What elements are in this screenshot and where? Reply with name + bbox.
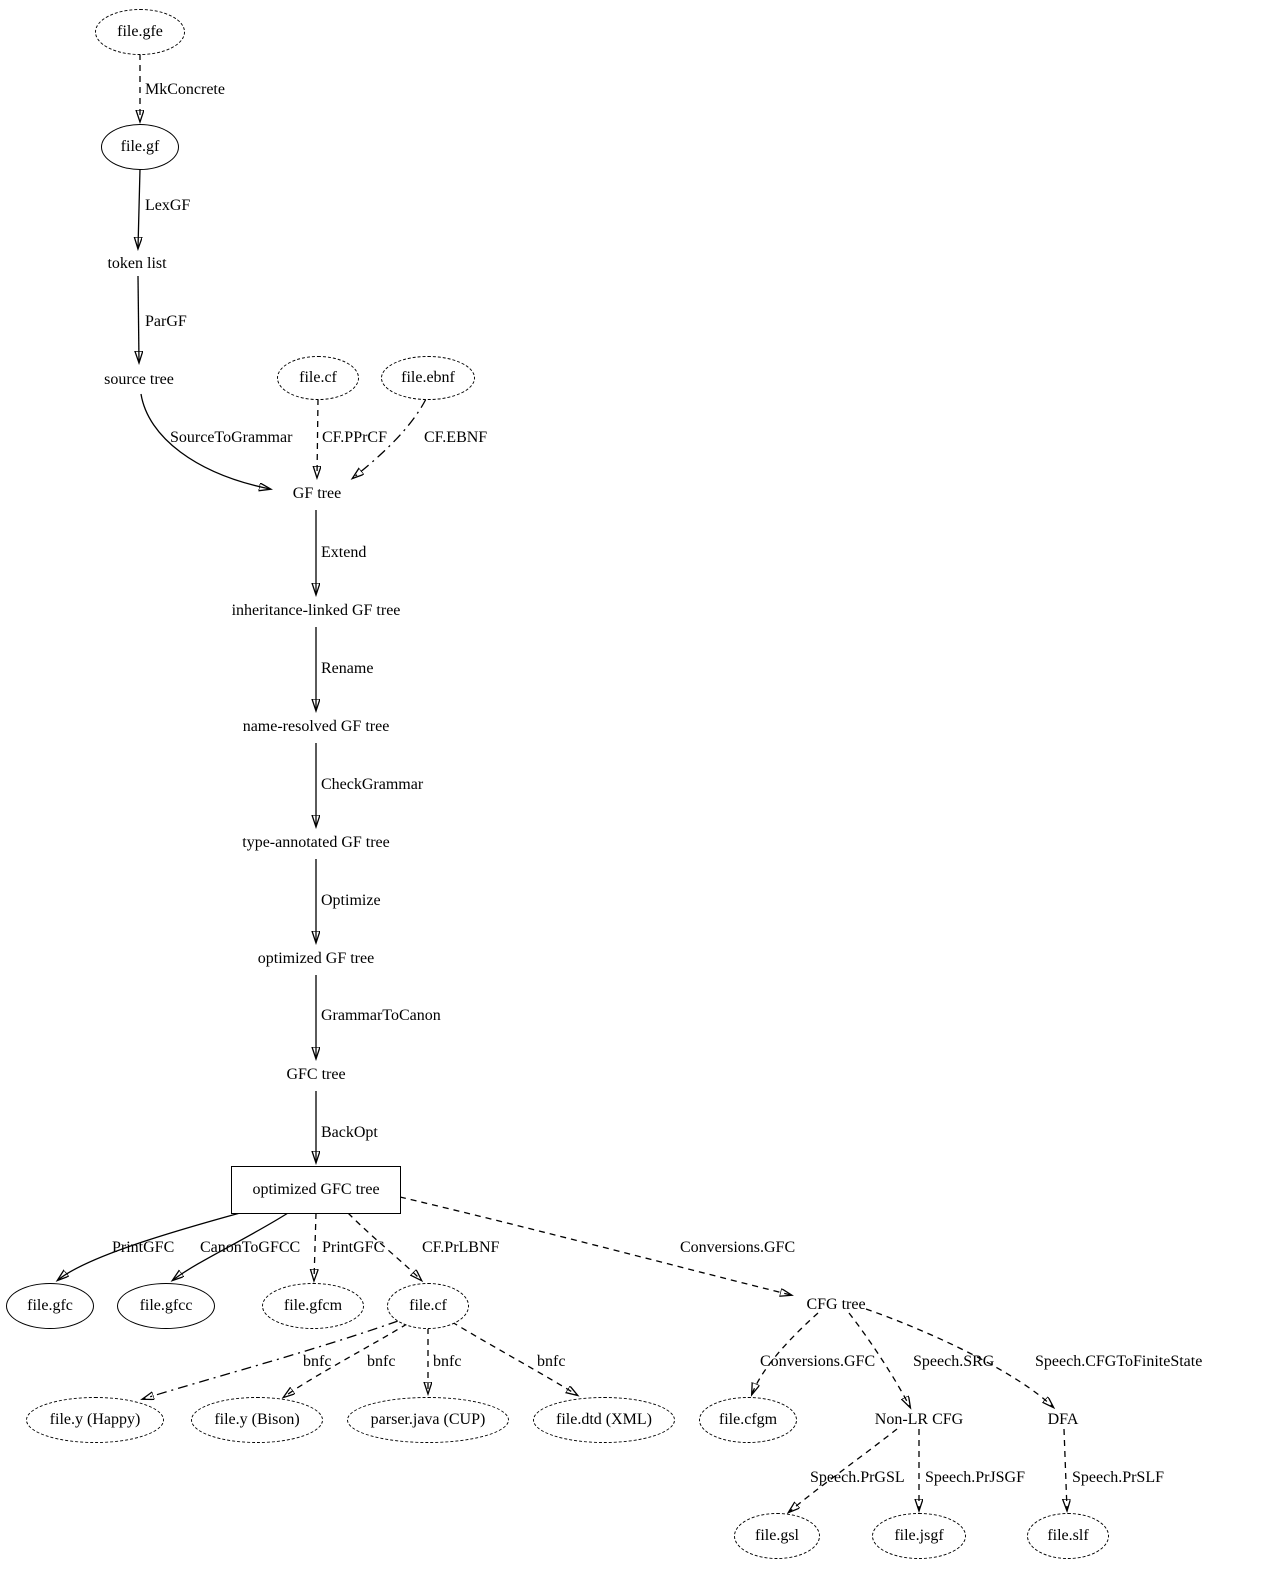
edge-label-bnfc-1: bnfc <box>303 1353 332 1370</box>
edge-label-mkconcrete: MkConcrete <box>145 81 225 98</box>
edge-label-speech-prjsgf: Speech.PrJSGF <box>925 1469 1026 1486</box>
edge-label-bnfc-2: bnfc <box>367 1353 396 1370</box>
node-file-ebnf: file.ebnf <box>381 356 475 400</box>
edge-label-grammartocanon: GrammarToCanon <box>321 1007 441 1024</box>
node-non-lr-cfg: Non-LR CFG <box>874 1411 964 1429</box>
edge-label-canontogfcc: CanonToGFCC <box>200 1239 301 1256</box>
edge-label-cf-pprcf: CF.PPrCF <box>322 429 387 446</box>
edge-label-speech-prgsl: Speech.PrGSL <box>810 1469 905 1486</box>
edge-bnfc-2 <box>284 1323 408 1397</box>
edge-lexgf <box>138 168 140 248</box>
edge-label-printgfc-1: PrintGFC <box>112 1239 175 1256</box>
edge-label-checkgrammar: CheckGrammar <box>321 776 424 793</box>
node-type-annotated-gf-tree: type-annotated GF tree <box>242 834 390 852</box>
node-gf-tree: GF tree <box>292 485 342 503</box>
edge-label-printgfc-2: PrintGFC <box>322 1239 385 1256</box>
edge-label-speech-srg: Speech.SRG <box>913 1353 995 1370</box>
edge-label-lexgf: LexGF <box>145 197 191 214</box>
edge-bnfc-1 <box>143 1320 399 1399</box>
edge-bnfc-4 <box>451 1321 577 1395</box>
node-parser-java-cup: parser.java (CUP) <box>347 1397 509 1443</box>
node-file-y-happy: file.y (Happy) <box>26 1397 164 1443</box>
edge-speech-srg <box>848 1312 910 1407</box>
edge-cf-ebnf <box>353 398 427 478</box>
node-source-tree: source tree <box>104 371 174 389</box>
edge-label-conversions-gfc-1: Conversions.GFC <box>680 1239 796 1256</box>
node-file-gfcm: file.gfcm <box>262 1283 364 1329</box>
edge-label-cf-prlbnf: CF.PrLBNF <box>422 1239 500 1256</box>
edge-label-pargf: ParGF <box>145 313 187 330</box>
node-file-jsgf: file.jsgf <box>872 1513 966 1559</box>
node-file-cf-bottom: file.cf <box>387 1283 469 1329</box>
node-file-slf: file.slf <box>1027 1513 1109 1559</box>
node-cfg-tree: CFG tree <box>806 1296 866 1314</box>
node-file-gf: file.gf <box>101 124 179 170</box>
edge-label-cf-ebnf: CF.EBNF <box>424 429 488 446</box>
edge-printgfc-2 <box>314 1212 316 1280</box>
edge-canontogfcc <box>173 1212 289 1280</box>
edge-conversions-gfc-1 <box>399 1196 791 1295</box>
edge-cf-pprcf <box>317 398 318 477</box>
edge-label-extend: Extend <box>321 544 367 561</box>
node-optimized-gfc-tree: optimized GFC tree <box>231 1166 401 1214</box>
node-file-cf-top: file.cf <box>277 356 359 400</box>
edge-label-bnfc-3: bnfc <box>433 1353 462 1370</box>
node-name-resolved-gf-tree: name-resolved GF tree <box>242 718 390 736</box>
edge-label-sourcetogrammar: SourceToGrammar <box>170 429 293 446</box>
edge-label-optimize: Optimize <box>321 892 381 909</box>
node-file-gfcc: file.gfcc <box>117 1283 215 1329</box>
node-file-gfc: file.gfc <box>6 1283 94 1329</box>
node-token-list: token list <box>107 255 167 273</box>
node-gfc-tree: GFC tree <box>286 1066 346 1084</box>
edge-label-bnfc-4: bnfc <box>537 1353 566 1370</box>
node-file-gfe: file.gfe <box>95 9 185 55</box>
edge-label-speech-prslf: Speech.PrSLF <box>1072 1469 1164 1486</box>
node-inheritance-linked-gf-tree: inheritance-linked GF tree <box>231 602 401 620</box>
node-dfa: DFA <box>1047 1411 1079 1429</box>
edge-speech-prgsl <box>789 1428 898 1512</box>
edge-sourcetogrammar <box>140 393 270 489</box>
edge-label-speech-cfgtofinitestate: Speech.CFGToFiniteState <box>1035 1353 1203 1370</box>
edge-speech-prslf <box>1064 1428 1067 1510</box>
node-file-cfgm: file.cfgm <box>699 1397 797 1443</box>
edge-label-conversions-gfc-2: Conversions.GFC <box>760 1353 876 1370</box>
node-file-y-bison: file.y (Bison) <box>191 1397 323 1443</box>
node-optimized-gf-tree: optimized GF tree <box>257 950 375 968</box>
edge-label-rename: Rename <box>321 660 374 677</box>
edge-conversions-gfc-2 <box>752 1312 819 1394</box>
edge-printgfc-1 <box>58 1212 241 1280</box>
edge-pargf <box>138 275 139 362</box>
node-file-dtd-xml: file.dtd (XML) <box>533 1397 675 1443</box>
edge-label-backopt: BackOpt <box>321 1124 378 1141</box>
node-file-gsl: file.gsl <box>734 1513 820 1559</box>
edge-cf-prlbnf <box>347 1212 421 1280</box>
